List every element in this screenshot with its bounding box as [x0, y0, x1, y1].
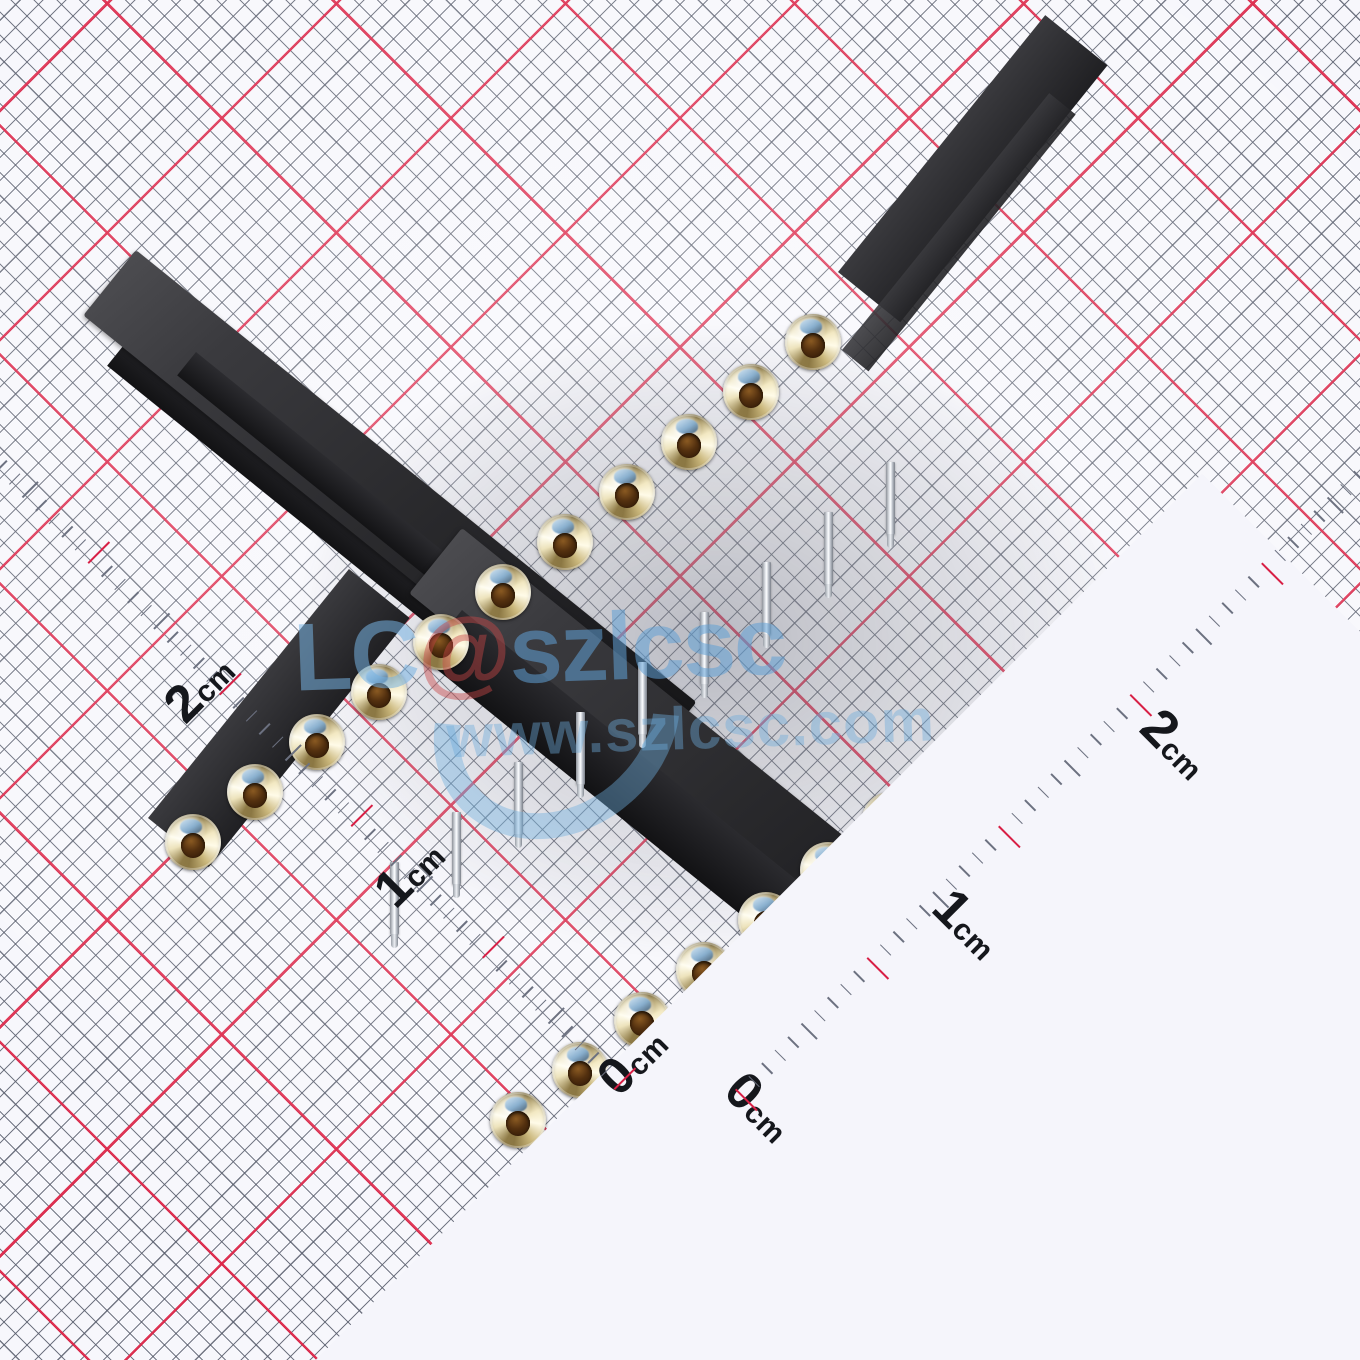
socket-contact — [723, 364, 779, 420]
socket-contact — [924, 742, 980, 798]
socket-contact — [676, 942, 732, 998]
socket-contact — [490, 1092, 546, 1148]
socket-contact — [800, 842, 856, 898]
socket-contact — [599, 464, 655, 520]
socket-contact — [1048, 642, 1104, 698]
socket-contact — [227, 764, 283, 820]
socket-contact — [289, 714, 345, 770]
socket-contact — [413, 614, 469, 670]
socket-contact — [165, 814, 221, 870]
socket-contact — [986, 692, 1042, 748]
socket-contact — [738, 892, 794, 948]
socket-contact — [661, 414, 717, 470]
socket-contact — [785, 314, 841, 370]
socket-contact — [351, 664, 407, 720]
socket-contact — [1110, 592, 1166, 648]
socket-contact — [475, 564, 531, 620]
socket-contact — [862, 792, 918, 848]
socket-contact — [537, 514, 593, 570]
